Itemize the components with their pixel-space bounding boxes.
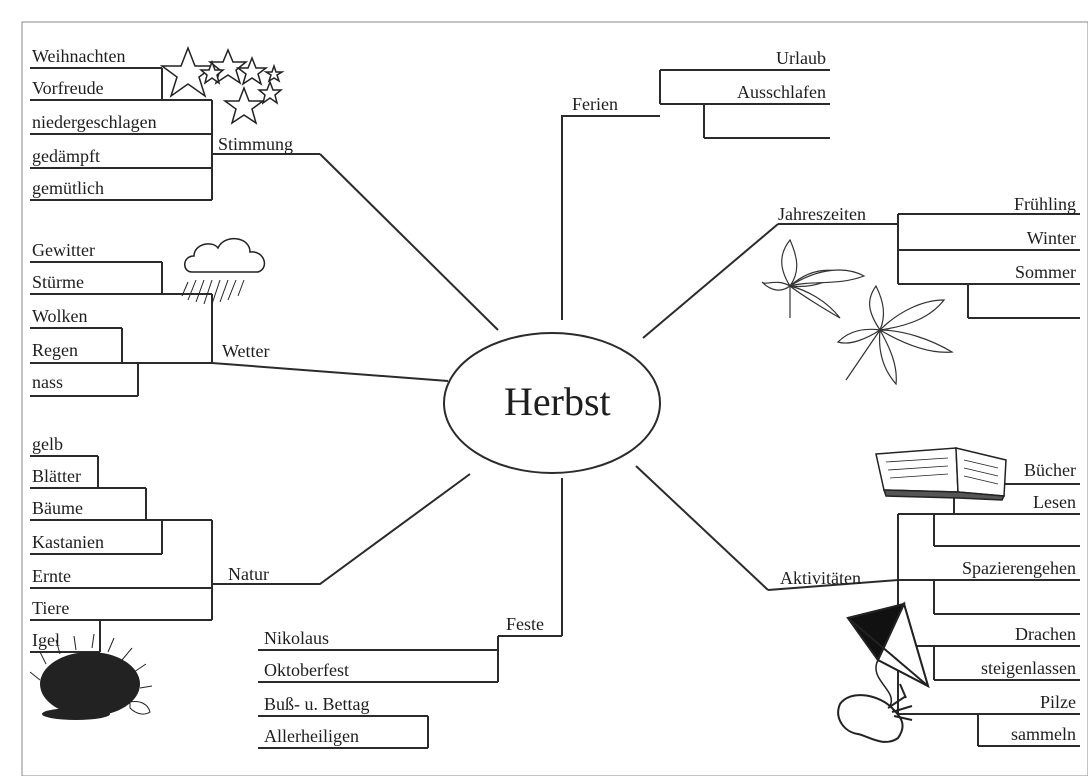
aktivitaeten-item: Bücher bbox=[1024, 460, 1076, 480]
stimmung-item: niedergeschlagen bbox=[32, 112, 157, 132]
connector-ferien bbox=[561, 115, 660, 320]
natur-item: Blätter bbox=[32, 466, 81, 486]
ladder-stimmung bbox=[30, 67, 320, 201]
wetter-item: nass bbox=[32, 372, 63, 392]
feste-item: Buß- u. Bettag bbox=[264, 694, 370, 714]
aktivitaeten-item: Lesen bbox=[1033, 492, 1076, 512]
ladder-jahreszeiten bbox=[778, 213, 1080, 319]
wetter-item: Gewitter bbox=[32, 240, 95, 260]
ferien-item: Ausschlafen bbox=[737, 82, 826, 102]
branch-title-feste: Feste bbox=[506, 614, 544, 634]
stimmung-item: gedämpft bbox=[32, 146, 100, 166]
natur-item: gelb bbox=[32, 434, 63, 454]
ladder-ferien bbox=[659, 69, 830, 139]
branch-title-aktivitaeten: Aktivitäten bbox=[780, 568, 861, 588]
aktivitaeten-item: steigenlassen bbox=[981, 658, 1076, 678]
center-ellipse bbox=[443, 332, 661, 474]
branch-title-wetter: Wetter bbox=[222, 341, 270, 361]
jahreszeiten-item: Sommer bbox=[1015, 262, 1076, 282]
ladder-feste bbox=[258, 635, 562, 749]
connector-jahreszeiten bbox=[642, 223, 779, 339]
branch-title-stimmung: Stimmung bbox=[218, 134, 294, 154]
connector-wetter bbox=[211, 362, 449, 382]
stimmung-item: Vorfreude bbox=[32, 78, 104, 98]
wetter-item: Wolken bbox=[32, 306, 88, 326]
ladder-wetter bbox=[30, 261, 213, 397]
chestnut-leaves-icon bbox=[761, 238, 954, 386]
center-title: Herbst bbox=[504, 379, 611, 424]
connector-aktivitaeten bbox=[635, 465, 769, 591]
feste-item: Allerheiligen bbox=[264, 726, 359, 746]
natur-item: Ernte bbox=[32, 566, 71, 586]
wetter-item: Stürme bbox=[32, 272, 84, 292]
feste-item: Nikolaus bbox=[264, 628, 329, 648]
connector-natur bbox=[212, 473, 471, 585]
ladder-natur bbox=[30, 455, 213, 653]
stars-icon bbox=[159, 45, 285, 125]
hedgehog-icon bbox=[29, 633, 153, 720]
open-book-icon bbox=[875, 447, 1007, 501]
frame bbox=[21, 21, 1088, 776]
aktivitaeten-item: Spazierengehen bbox=[962, 558, 1076, 578]
branch-title-ferien: Ferien bbox=[572, 94, 618, 114]
natur-item: Tiere bbox=[32, 598, 70, 618]
rain-cloud-icon bbox=[181, 238, 266, 305]
jahreszeiten-item: Winter bbox=[1026, 228, 1076, 248]
wetter-item: Regen bbox=[32, 340, 78, 360]
aktivitaeten-item: sammeln bbox=[1011, 724, 1076, 744]
ferien-item: Urlaub bbox=[776, 48, 826, 68]
stimmung-item: Weihnachten bbox=[32, 46, 126, 66]
branch-title-natur: Natur bbox=[228, 564, 269, 584]
aktivitaeten-item: Drachen bbox=[1015, 624, 1076, 644]
stimmung-item: gemütlich bbox=[32, 178, 104, 198]
kite-icon bbox=[837, 601, 930, 743]
connector-stimmung bbox=[319, 153, 499, 331]
jahreszeiten-item: Frühling bbox=[1013, 194, 1076, 214]
natur-item: Igel bbox=[32, 630, 60, 650]
natur-item: Kastanien bbox=[32, 532, 104, 552]
natur-item: Bäume bbox=[32, 498, 83, 518]
feste-item: Oktoberfest bbox=[264, 660, 349, 680]
aktivitaeten-item: Pilze bbox=[1040, 692, 1076, 712]
branch-title-jahreszeiten: Jahreszeiten bbox=[778, 204, 866, 224]
